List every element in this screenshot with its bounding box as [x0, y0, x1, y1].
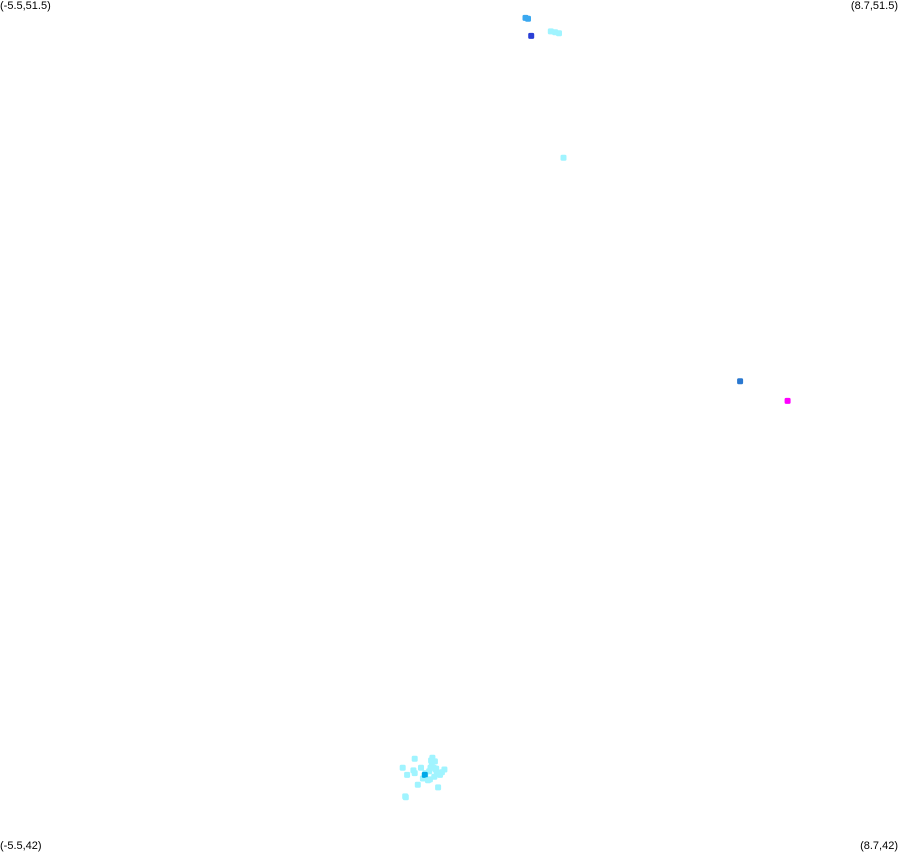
map-point	[737, 378, 744, 385]
map-point	[418, 764, 424, 771]
map-point	[404, 771, 411, 778]
map-point	[431, 758, 438, 765]
corner-label-top-right: (8.7,51.5)	[850, 0, 898, 12]
map-point	[411, 755, 418, 762]
corner-label-top-left: (-5.5,51.5)	[0, 0, 51, 12]
map-point	[411, 770, 418, 777]
corner-label-bottom-right: (8.7,42)	[860, 840, 898, 852]
map-point	[556, 30, 562, 37]
corner-label-bottom-left: (-5.5,42)	[0, 840, 42, 852]
map-point	[528, 32, 535, 39]
map-point	[414, 781, 421, 788]
map-point	[560, 154, 567, 161]
map-point	[784, 397, 791, 404]
points-layer	[399, 14, 791, 801]
map-point	[525, 15, 531, 22]
map-point	[433, 765, 440, 772]
map-point	[441, 766, 448, 773]
map-point	[399, 764, 406, 771]
map-point	[402, 794, 409, 801]
map-point	[435, 784, 442, 791]
map-point	[421, 771, 428, 778]
map-point	[425, 777, 431, 784]
